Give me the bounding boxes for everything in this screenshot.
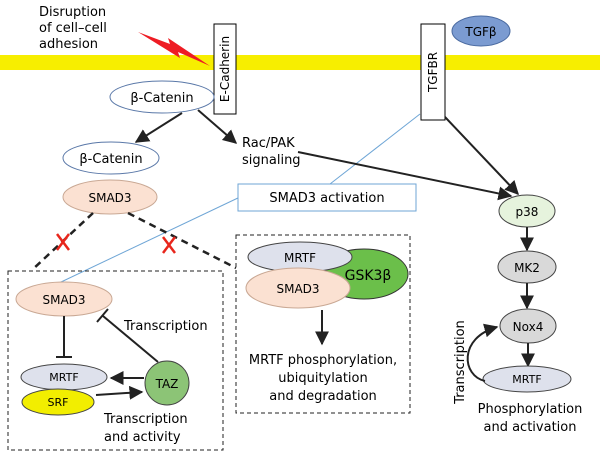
beta-catenin-left-label: β-Catenin <box>79 152 142 167</box>
right-transcription-label: Transcription <box>453 320 468 405</box>
smad3-left-node <box>62 179 158 215</box>
disruption-line3: adhesion <box>39 37 98 52</box>
right-mrtf-node <box>482 365 572 393</box>
dashed-link-right <box>127 211 237 270</box>
middle-dashed-box <box>235 234 411 414</box>
middle-box-mrtf-label: MRTF <box>284 251 316 265</box>
tgfb-label: TGFβ <box>464 25 496 39</box>
smad3-activation-box <box>237 183 417 212</box>
smad3-left-label: SMAD3 <box>88 191 131 205</box>
tgfb-ligand <box>451 15 511 47</box>
arrow-tgfbr-to-p38 <box>444 116 519 196</box>
middle-box-gsk3b-label: GSK3β <box>345 268 392 284</box>
left-box-taz-label: TAZ <box>155 377 179 391</box>
beta-catenin-top-label: β-Catenin <box>130 91 193 106</box>
right-caption-line2: and activation <box>484 420 577 435</box>
left-box-smad3-label: SMAD3 <box>42 293 85 307</box>
left-box-caption-line2: and activity <box>104 430 181 445</box>
cell-membrane <box>0 55 600 70</box>
right-caption-line1: Phosphorylation <box>478 402 583 417</box>
arrow-catenin-to-left <box>134 112 183 143</box>
left-dashed-box <box>7 270 224 451</box>
curved-arrow-mrtf-to-nox4 <box>466 323 499 382</box>
disruption-line1: Disruption <box>39 5 106 20</box>
beta-catenin-left-node <box>62 141 160 175</box>
tgfbr-to-activation-line <box>329 113 421 185</box>
inhibit-x-left-icon <box>56 233 70 251</box>
middle-box-caption-line1: MRTF phosphorylation, <box>249 353 397 368</box>
p38-label: p38 <box>516 205 539 219</box>
tgfbr-label: TGFBR <box>426 52 440 93</box>
arrow-srf-to-taz <box>95 385 144 400</box>
left-box-transcription-label: Transcription <box>123 319 208 334</box>
arrow-catenin-to-racpak <box>197 109 238 144</box>
inhibit-bar-smad3 <box>96 308 109 323</box>
left-box-srf-node <box>21 388 95 416</box>
rac-pak-line1: Rac/PAK <box>242 136 295 151</box>
e-cadherin-box <box>213 23 237 115</box>
middle-box-caption-line3: and degradation <box>269 389 377 404</box>
inhibit-taz-to-smad3 <box>102 315 159 363</box>
disruption-line2: of cell–cell <box>39 21 107 36</box>
nox4-label: Nox4 <box>513 320 544 334</box>
activation-to-left-box-line <box>39 196 241 293</box>
inhibit-x-right-icon <box>162 236 176 254</box>
rac-pak-line2: signaling <box>242 153 301 168</box>
tgfbr-box <box>420 23 446 121</box>
lightning-bolt-icon <box>138 32 210 66</box>
left-box-caption-line1: Transcription <box>103 412 188 427</box>
middle-box-smad3-node <box>245 267 351 309</box>
middle-box-smad3-label: SMAD3 <box>276 282 319 296</box>
smad3-activation-label: SMAD3 activation <box>269 191 384 206</box>
left-box-srf-label: SRF <box>48 396 69 409</box>
mk2-label: MK2 <box>514 261 540 275</box>
right-mrtf-label: MRTF <box>512 373 541 386</box>
beta-catenin-top-node <box>109 80 215 114</box>
e-cadherin-label: E-Cadherin <box>218 36 232 102</box>
left-box-mrtf-label: MRTF <box>49 371 78 384</box>
middle-box-caption-line2: ubiquitylation <box>278 371 367 386</box>
left-box-taz-node <box>144 360 190 406</box>
arrow-racpak-to-p38 <box>297 151 513 201</box>
